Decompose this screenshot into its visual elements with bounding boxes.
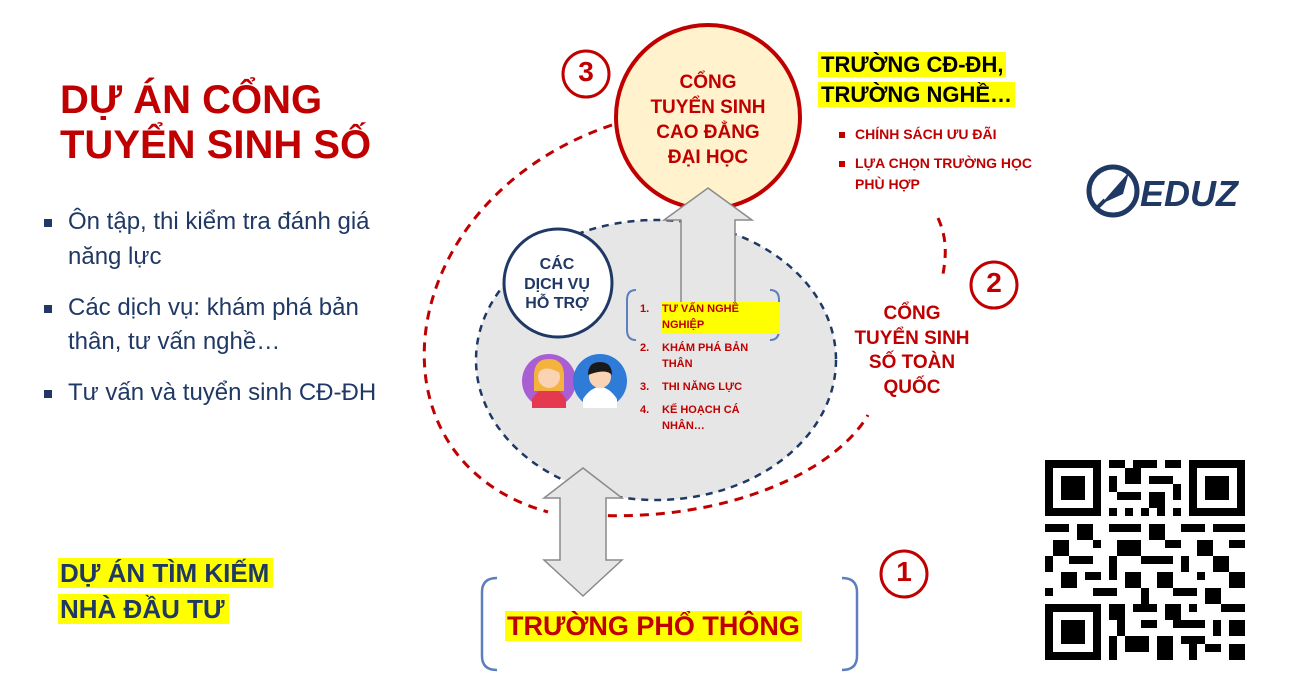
portal-line: TUYỂN SINH — [650, 97, 766, 119]
outer-dashed-arc-right — [559, 414, 870, 518]
main-title-line-1: DỰ ÁN CỔNG — [60, 78, 323, 122]
high-school-label: TRƯỜNG PHỔ THÔNG — [505, 611, 802, 642]
services-circle — [502, 227, 614, 339]
service-item: 3. THI NĂNG LỰC — [640, 380, 780, 396]
feature-item: Các dịch vụ: khám phá bản thân, tư vấn n… — [40, 291, 400, 361]
service-number: 3. — [640, 380, 650, 393]
services-line: CÁC — [539, 256, 575, 273]
number-1: 1 — [896, 556, 912, 587]
service-text: THI NĂNG LỰC — [662, 380, 743, 393]
dashed-connector — [936, 217, 947, 281]
services-line: HỖ TRỢ — [525, 295, 589, 313]
portal-circle-label: CỔNG TUYỂN SINH CAO ĐẲNG ĐẠI HỌC — [618, 70, 798, 170]
portal-line: ĐẠI HỌC — [667, 147, 749, 169]
services-list: 1. TƯ VẤN NGHỀ NGHIỆP 2. KHÁM PHÁ BẢN THÂN… — [640, 302, 780, 442]
service-item: 4. KẾ HOẠCH CÁ NHÂN… — [640, 403, 780, 435]
qr-finder-patterns — [1045, 460, 1245, 660]
schools-heading-line: TRƯỜNG NGHỀ… — [818, 81, 1016, 107]
national-line: TUYỂN SINH — [854, 327, 970, 349]
double-arrow — [541, 467, 625, 598]
service-item: 1. TƯ VẤN NGHỀ NGHIỆP — [640, 302, 780, 334]
services-bracket-left — [626, 289, 637, 341]
service-text: TƯ VẤN NGHỀ NGHIỆP — [662, 302, 780, 334]
number-1-circle — [879, 549, 929, 599]
feature-item: Ôn tập, thi kiểm tra đánh giá năng lực — [40, 205, 400, 275]
portal-line: CỔNG — [679, 72, 737, 93]
number-2-circle — [969, 260, 1019, 310]
services-line: DỊCH VỤ — [524, 275, 590, 293]
investor-line-2: NHÀ ĐẦU TƯ — [58, 593, 229, 624]
national-line: SỐ TOÀN — [868, 352, 956, 374]
schools-heading-line: TRƯỜNG CĐ-ĐH, — [818, 52, 1007, 77]
main-title: DỰ ÁN CỔNG TUYỂN SINH SỐ — [60, 78, 390, 168]
benefit-item: LỰA CHỌN TRƯỜNG HỌC PHÙ HỢP — [835, 153, 1045, 195]
benefit-item: CHÍNH SÁCH ƯU ĐÃI — [835, 124, 1045, 145]
school-bracket-left — [480, 576, 498, 672]
high-school-text: TRƯỜNG PHỔ THÔNG — [505, 611, 802, 641]
service-number: 2. — [640, 341, 650, 354]
service-text: KHÁM PHÁ BẢN THÂN — [662, 341, 749, 370]
number-2: 2 — [986, 267, 1002, 298]
feature-list: Ôn tập, thi kiểm tra đánh giá năng lực C… — [40, 205, 400, 427]
service-item: 2. KHÁM PHÁ BẢN THÂN — [640, 341, 780, 373]
service-number: 4. — [640, 403, 650, 416]
eduz-logo: EDUZ — [1086, 164, 1240, 218]
services-circle-label: CÁC DỊCH VỤ HỖ TRỢ — [502, 255, 612, 314]
feature-item: Tư vấn và tuyển sinh CĐ-ĐH — [40, 376, 400, 411]
investor-line-1: DỰ ÁN TÌM KIẾM — [58, 558, 274, 588]
avatar-female — [522, 354, 576, 408]
investor-callout: DỰ ÁN TÌM KIẾM NHÀ ĐẦU TƯ — [58, 556, 274, 628]
logo-text: EDUZ — [1140, 173, 1240, 214]
qr-code — [1045, 460, 1245, 660]
school-bracket-right — [841, 576, 859, 672]
main-title-line-2: TUYỂN SINH SỐ — [60, 122, 372, 167]
schools-heading: TRƯỜNG CĐ-ĐH, TRƯỜNG NGHỀ… — [818, 50, 1016, 110]
national-line: QUỐC — [883, 377, 941, 399]
qr-modules — [1045, 460, 1245, 660]
number-3: 3 — [578, 56, 594, 87]
portal-line: CAO ĐẲNG — [656, 122, 760, 144]
service-number: 1. — [640, 303, 650, 315]
outer-dashed-arc-left — [422, 123, 613, 514]
schools-benefits: CHÍNH SÁCH ƯU ĐÃI LỰA CHỌN TRƯỜNG HỌC PH… — [835, 124, 1045, 203]
national-portal-label: CỔNG TUYỂN SINH SỐ TOÀN QUỐC — [838, 302, 986, 401]
avatar-male — [573, 354, 627, 408]
number-3-circle — [561, 49, 611, 99]
service-text: KẾ HOẠCH CÁ NHÂN… — [662, 403, 740, 432]
national-line: CỔNG — [883, 303, 941, 324]
